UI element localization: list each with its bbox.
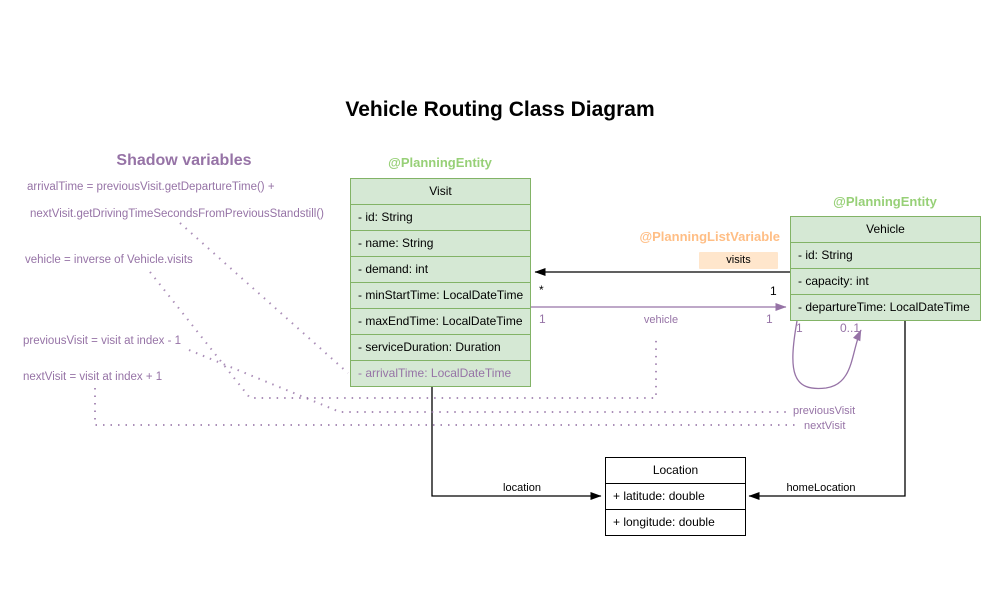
nextvisit-leader-dotted bbox=[94, 388, 795, 426]
selfloop-mult-left: 1 bbox=[796, 321, 803, 335]
visit-attr-serviceduration: - serviceDuration: Duration bbox=[351, 334, 530, 360]
vehicle-attr-capacity: - capacity: int bbox=[791, 268, 980, 294]
visit-planning-entity-label: @PlanningEntity bbox=[388, 155, 492, 170]
annotation-arrivaltime-line1: arrivalTime = previousVisit.getDeparture… bbox=[27, 181, 275, 193]
homelocation-edge-label: homeLocation bbox=[786, 482, 856, 494]
planning-list-variable-label: @PlanningListVariable bbox=[639, 229, 780, 244]
visit-attr-arrivaltime: - arrivalTime: LocalDateTime bbox=[351, 360, 530, 386]
diagram-title: Vehicle Routing Class Diagram bbox=[345, 98, 655, 121]
annotation-previousvisit: previousVisit = visit at index - 1 bbox=[23, 335, 181, 347]
vehicle-attr-departuretime: - departureTime: LocalDateTime bbox=[791, 294, 980, 320]
location-attr-latitude: + latitude: double bbox=[606, 483, 745, 509]
visit-class-box[interactable]: Visit - id: String - name: String - dema… bbox=[350, 178, 531, 387]
annotation-arrivaltime-line2: nextVisit.getDrivingTimeSecondsFromPrevi… bbox=[30, 208, 324, 220]
annotation-vehicle-inverse: vehicle = inverse of Vehicle.visits bbox=[25, 254, 193, 266]
visit-attr-demand: - demand: int bbox=[351, 256, 530, 282]
visit-attr-id: - id: String bbox=[351, 204, 530, 230]
visits-mult-vehicle-end: 1 bbox=[770, 284, 777, 298]
visits-variable-badge[interactable]: visits bbox=[699, 252, 778, 269]
previousvisit-edge-label: previousVisit bbox=[793, 405, 856, 417]
shadow-variables-heading: Shadow variables bbox=[116, 152, 252, 169]
vehicle-class-box[interactable]: Vehicle - id: String - capacity: int - d… bbox=[790, 216, 981, 321]
vehicle-attr-id: - id: String bbox=[791, 242, 980, 268]
nextvisit-edge-label: nextVisit bbox=[804, 420, 846, 432]
vehicle-self-loop-line bbox=[792, 320, 862, 390]
visit-attr-maxendtime: - maxEndTime: LocalDateTime bbox=[351, 308, 530, 334]
annotation-nextvisit: nextVisit = visit at index + 1 bbox=[23, 371, 163, 383]
vehicle-edge-label: vehicle bbox=[643, 314, 679, 326]
location-attr-longitude: + longitude: double bbox=[606, 509, 745, 535]
location-edge-label: location bbox=[503, 482, 541, 494]
vehicle-planning-entity-label: @PlanningEntity bbox=[833, 194, 937, 209]
homelocation-association-line bbox=[748, 320, 906, 500]
vehicle-mult-vehicle-end: 1 bbox=[766, 312, 773, 326]
location-class-name: Location bbox=[652, 463, 699, 477]
vehicle-class-name: Vehicle bbox=[866, 222, 905, 236]
visit-class-name: Visit bbox=[429, 184, 452, 198]
visit-attr-minstarttime: - minStartTime: LocalDateTime bbox=[351, 282, 530, 308]
location-association-line bbox=[431, 386, 602, 500]
selfloop-mult-right: 0..1 bbox=[840, 321, 861, 335]
location-class-box[interactable]: Location + latitude: double + longitude:… bbox=[605, 457, 746, 536]
visit-attr-name: - name: String bbox=[351, 230, 530, 256]
arrivaltime-leader-dotted bbox=[179, 222, 349, 374]
visits-mult-visit-end: * bbox=[539, 283, 544, 297]
vehicle-mult-visit-end: 1 bbox=[539, 312, 546, 326]
